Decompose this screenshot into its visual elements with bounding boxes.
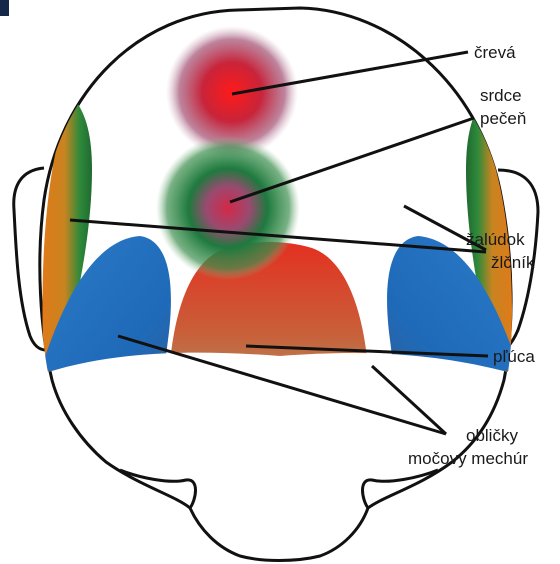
label-stomach: žalúdok [466,230,525,249]
label-bladder: močový mechúr [408,449,528,468]
label-liver: pečeň [480,109,526,128]
corner-mark [0,0,9,16]
label-heart: srdce [480,86,522,105]
label-kidneys: obličky [466,426,518,445]
label-lungs: pľúca [493,347,535,366]
heart-liver-zone [156,136,300,280]
label-gallbladder: žlčník [491,253,535,272]
label-intestines: črevá [474,43,516,62]
